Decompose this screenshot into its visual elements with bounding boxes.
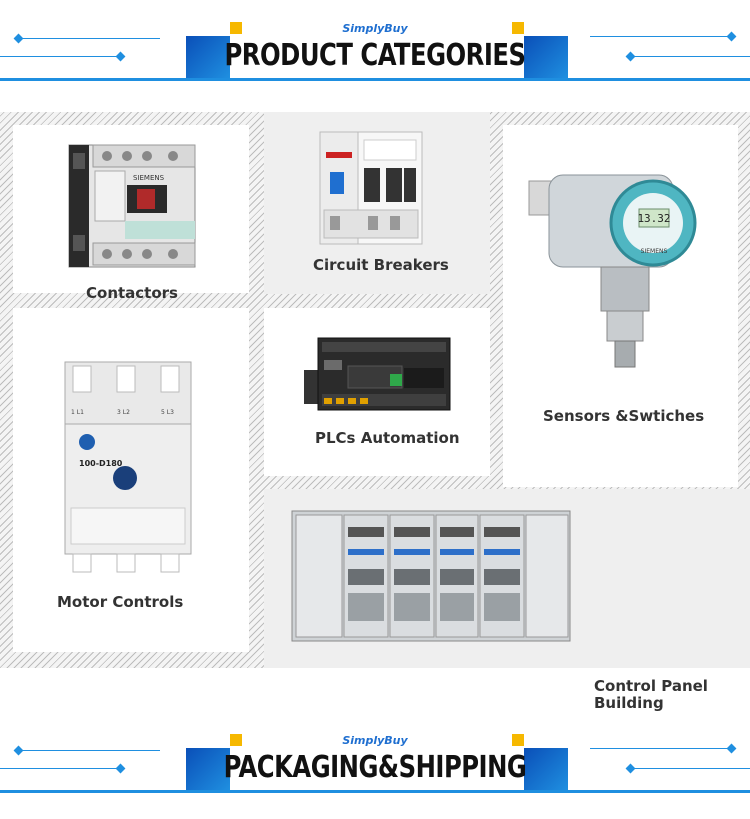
motor-terminal: 3 L2	[117, 409, 130, 416]
deco-line	[0, 768, 120, 769]
deco-line	[630, 768, 750, 769]
category-label: Circuit Breakers	[313, 256, 449, 274]
circuit-breaker-image	[319, 131, 423, 245]
deco-line	[18, 750, 160, 751]
deco-block	[186, 36, 230, 78]
category-label: Contactors	[86, 284, 178, 302]
motor-model: 100-D180	[79, 459, 123, 468]
brand-logo: SimplyBuy	[342, 734, 408, 747]
divider	[0, 790, 750, 793]
deco-block	[186, 748, 230, 790]
sensor-brand: SIEMENS	[641, 248, 668, 255]
brand-logo: SimplyBuy	[342, 22, 408, 35]
motor-terminal: 1 L1	[71, 409, 84, 416]
category-motor-controls[interactable]: 1 L1 3 L2 5 L3 100-D180 Motor Controls	[13, 308, 249, 652]
sensor-reading: 13.32	[637, 212, 670, 225]
category-plc-automation[interactable]: PLCs Automation	[264, 308, 490, 476]
category-control-panel-building[interactable]: Control Panel Building	[264, 489, 750, 712]
deco-square	[230, 22, 242, 34]
contactor-image: SIEMENS	[68, 144, 196, 268]
deco-square	[512, 734, 524, 746]
deco-block	[524, 748, 568, 790]
plc-image	[304, 337, 451, 411]
section-title: PACKAGING&SHIPPING	[223, 750, 527, 785]
category-grid: SIEMENS Contactors Circuit Breakers	[0, 112, 750, 712]
deco-block	[524, 36, 568, 78]
deco-line	[630, 56, 750, 57]
category-label: PLCs Automation	[315, 429, 460, 447]
deco-line	[0, 56, 120, 57]
category-label: Sensors &Swtiches	[543, 407, 705, 425]
deco-line	[590, 748, 732, 749]
contactor-brand: SIEMENS	[133, 174, 165, 182]
deco-line	[18, 38, 160, 39]
deco-square	[230, 734, 242, 746]
header-banner: SimplyBuy PRODUCT CATEGORIES	[0, 18, 750, 88]
pressure-sensor-image: 13.32 SIEMENS	[528, 174, 697, 368]
motor-contactor-image: 1 L1 3 L2 5 L3 100-D180	[64, 361, 192, 573]
deco-line	[590, 36, 732, 37]
category-circuit-breakers[interactable]: Circuit Breakers	[264, 112, 490, 294]
category-label: Motor Controls	[57, 593, 184, 611]
category-sensors-switches[interactable]: 13.32 SIEMENS Sensors &Swtiches	[503, 125, 738, 487]
control-panel-image	[291, 510, 571, 642]
motor-terminal: 5 L3	[161, 409, 174, 416]
category-contactors[interactable]: SIEMENS Contactors	[13, 125, 249, 302]
deco-square	[512, 22, 524, 34]
footer-banner: SimplyBuy PACKAGING&SHIPPING	[0, 730, 750, 800]
section-title: PRODUCT CATEGORIES	[224, 38, 527, 73]
divider	[0, 78, 750, 81]
category-label: Control Panel Building	[594, 677, 708, 712]
